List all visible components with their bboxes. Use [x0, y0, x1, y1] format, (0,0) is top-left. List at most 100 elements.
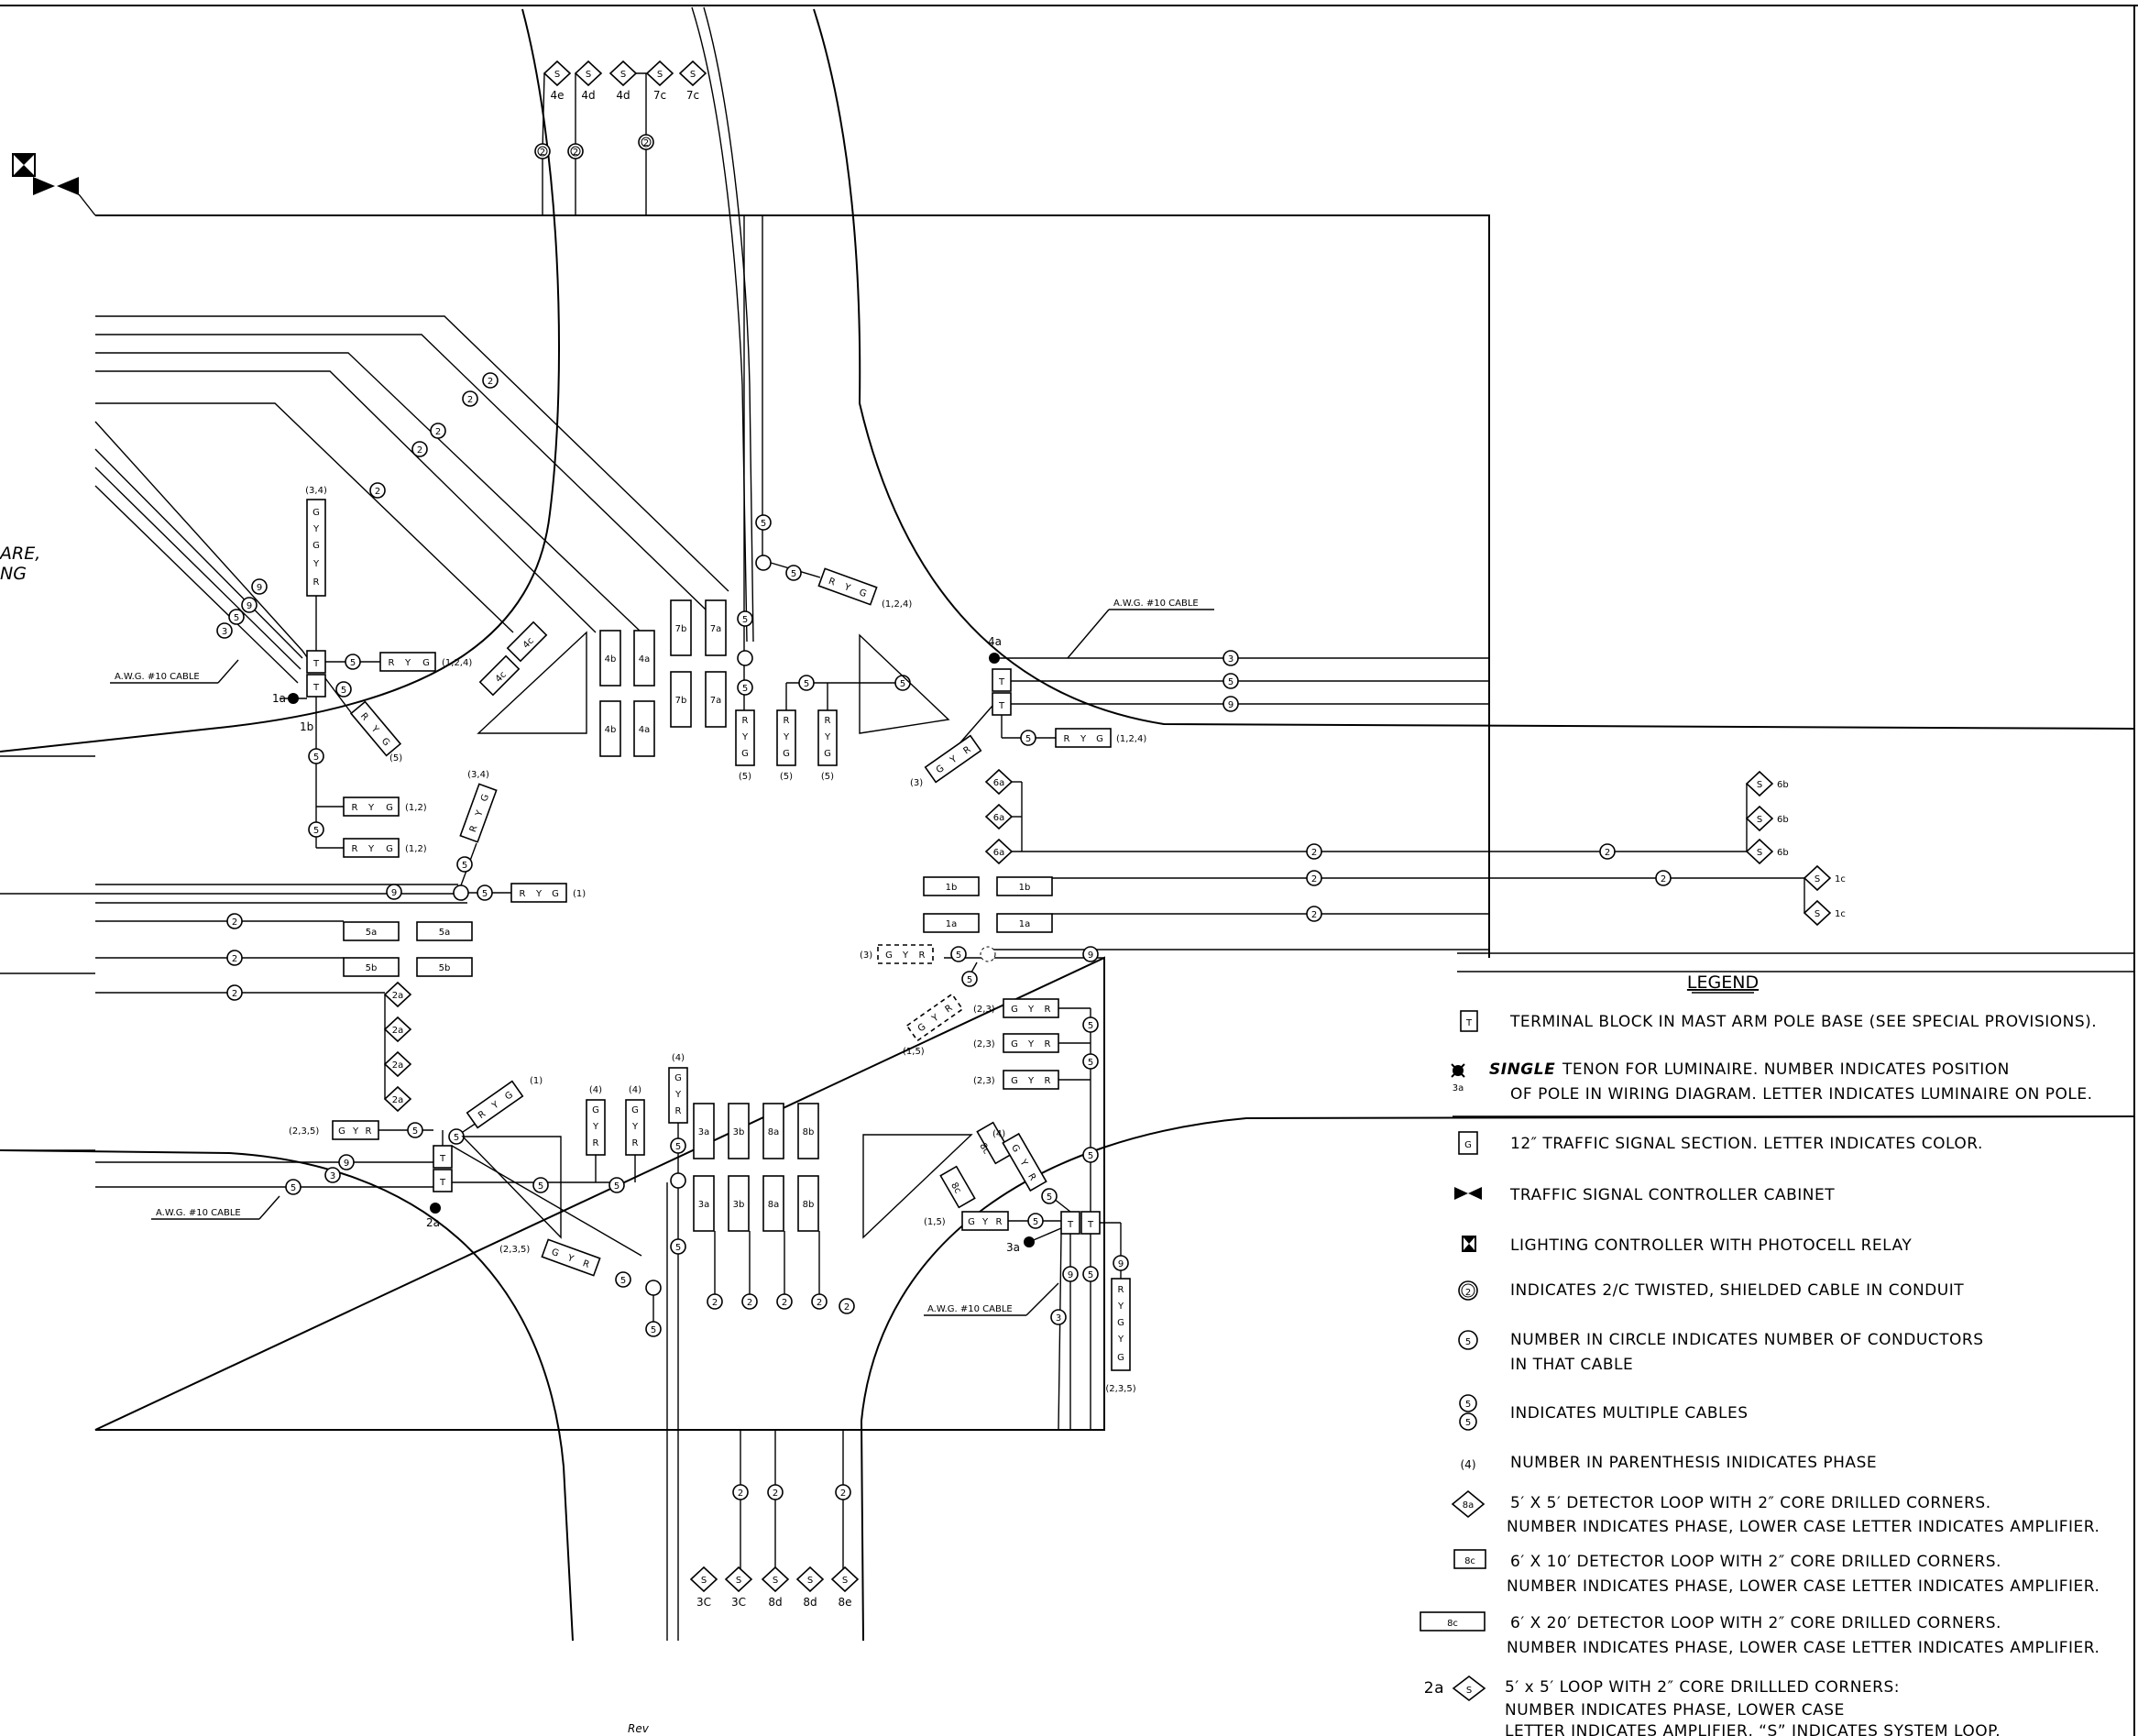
svg-text:Y: Y [1117, 1302, 1124, 1312]
svg-text:5: 5 [1228, 677, 1233, 687]
svg-text:5: 5 [675, 1243, 681, 1253]
svg-text:A.W.G. #10 CABLE: A.W.G. #10 CABLE [156, 1208, 241, 1218]
svg-text:Y: Y [824, 732, 831, 742]
svg-text:R: R [827, 577, 836, 588]
svg-text:(3,4): (3,4) [305, 486, 327, 496]
svg-text:3a: 3a [698, 1127, 710, 1137]
svg-text:8c: 8c [948, 1181, 962, 1195]
svg-text:5: 5 [956, 950, 961, 961]
svg-text:NUMBER INDICATES PHASE, LOWER: NUMBER INDICATES PHASE, LOWER CASE LETTE… [1507, 1639, 2100, 1657]
svg-text:T: T [439, 1154, 446, 1164]
svg-text:3C: 3C [696, 1596, 711, 1609]
svg-text:(5): (5) [821, 772, 834, 782]
cable-2c-marker: 2 [534, 143, 551, 159]
svg-text:5: 5 [1088, 1151, 1093, 1161]
svg-text:(1,2,4): (1,2,4) [882, 599, 912, 610]
svg-text:5: 5 [620, 1276, 626, 1286]
svg-text:1b: 1b [300, 720, 313, 733]
svg-text:R: R [1064, 734, 1070, 744]
svg-text:T: T [1087, 1220, 1094, 1230]
svg-text:2: 2 [232, 989, 237, 999]
svg-text:(1): (1) [530, 1076, 543, 1086]
svg-text:5: 5 [742, 615, 748, 625]
svg-text:5: 5 [1025, 734, 1031, 744]
svg-text:(1,2): (1,2) [405, 844, 427, 854]
detector-loop-5x5: S 7c [645, 60, 674, 102]
svg-text:R: R [520, 889, 526, 899]
svg-text:NUMBER INDICATES PHASE, LOWER: NUMBER INDICATES PHASE, LOWER CASE LETTE… [1507, 1577, 2100, 1596]
svg-text:(3,4): (3,4) [467, 770, 489, 780]
svg-text:R: R [1045, 1005, 1051, 1015]
svg-text:G: G [783, 749, 790, 759]
svg-text:2: 2 [232, 917, 237, 928]
svg-text:S: S [1757, 780, 1762, 790]
svg-text:3: 3 [1056, 1313, 1061, 1324]
se-island [862, 1134, 973, 1239]
svg-text:5: 5 [967, 975, 972, 985]
svg-text:8c: 8c [977, 1141, 991, 1156]
legend-signal-section: G 12″ TRAFFIC SIGNAL SECTION. LETTER IND… [1458, 1131, 1982, 1155]
svg-text:3a: 3a [1006, 1241, 1020, 1254]
svg-text:2a: 2a [392, 1060, 404, 1071]
legend-6x10-loop: 8c 6′ X 10′ DETECTOR LOOP WITH 2″ CORE D… [1453, 1549, 2100, 1596]
svg-text:5: 5 [350, 658, 356, 668]
svg-text:1b: 1b [1019, 883, 1031, 893]
luminaire-tenon [430, 1203, 441, 1214]
svg-text:8a: 8a [768, 1200, 780, 1210]
svg-text:T: T [998, 677, 1005, 687]
intersection-boundary [94, 214, 1490, 1431]
legend-controller-cabinet: TRAFFIC SIGNAL CONTROLLER CABINET [1454, 1186, 1835, 1204]
svg-text:(1): (1) [573, 889, 586, 899]
svg-text:5a: 5a [439, 928, 451, 938]
svg-text:6a: 6a [993, 848, 1005, 858]
svg-text:5: 5 [462, 861, 467, 871]
svg-text:8b: 8b [803, 1127, 815, 1137]
svg-text:T: T [312, 683, 320, 693]
svg-text:3C: 3C [731, 1596, 746, 1609]
svg-text:R: R [996, 1217, 1003, 1227]
svg-text:1a: 1a [1019, 919, 1031, 929]
svg-text:(5): (5) [739, 772, 751, 782]
cable-2c-marker: 2 [638, 134, 654, 150]
svg-text:T: T [439, 1178, 446, 1188]
svg-text:5: 5 [761, 519, 766, 529]
svg-text:(4): (4) [992, 1129, 1005, 1139]
legend-phase: (4) NUMBER IN PARENTHESIS INIDICATES PHA… [1461, 1454, 1877, 1472]
svg-text:(2,3): (2,3) [973, 1005, 995, 1015]
traffic-signal-controller-cabinet-icon [33, 177, 79, 195]
svg-text:A.W.G. #10 CABLE: A.W.G. #10 CABLE [927, 1304, 1013, 1314]
svg-text:(2,3,5): (2,3,5) [499, 1245, 530, 1255]
svg-text:(3): (3) [860, 950, 872, 961]
svg-text:4a: 4a [639, 654, 651, 665]
svg-text:R: R [1118, 1285, 1124, 1295]
svg-text:G: G [1117, 1318, 1124, 1328]
svg-text:4e: 4e [550, 89, 564, 102]
svg-text:(4): (4) [589, 1085, 602, 1095]
svg-text:G: G [631, 1105, 639, 1115]
svg-text:5: 5 [1033, 1217, 1038, 1227]
svg-text:Y: Y [312, 559, 320, 569]
svg-text:5: 5 [614, 1181, 619, 1192]
svg-text:Y: Y [981, 1217, 989, 1227]
svg-text:5: 5 [1088, 1058, 1093, 1068]
svg-text:G: G [885, 950, 893, 961]
svg-text:NUMBER IN PARENTHESIS INIDICAT: NUMBER IN PARENTHESIS INIDICATES PHASE [1510, 1454, 1877, 1472]
svg-text:8c: 8c [1464, 1556, 1475, 1566]
margin-note-line1: ARE, [0, 544, 40, 564]
svg-text:S: S [1466, 1686, 1472, 1696]
svg-text:OF POLE IN WIRING DIAGRAM. LET: OF POLE IN WIRING DIAGRAM. LETTER INDICA… [1510, 1085, 2093, 1104]
svg-text:5b: 5b [366, 963, 378, 973]
svg-text:2: 2 [738, 1489, 743, 1499]
svg-text:4d: 4d [616, 89, 630, 102]
svg-text:G: G [338, 1126, 345, 1137]
svg-text:TRAFFIC SIGNAL CONTROLLER CABI: TRAFFIC SIGNAL CONTROLLER CABINET [1509, 1186, 1835, 1204]
svg-text:TERMINAL BLOCK IN MAST ARM POL: TERMINAL BLOCK IN MAST ARM POLE BASE (SE… [1509, 1013, 2097, 1031]
svg-text:R: R [389, 658, 395, 668]
svg-text:9: 9 [247, 601, 252, 611]
svg-text:Y: Y [1027, 1039, 1035, 1049]
svg-text:5: 5 [1088, 1021, 1093, 1031]
